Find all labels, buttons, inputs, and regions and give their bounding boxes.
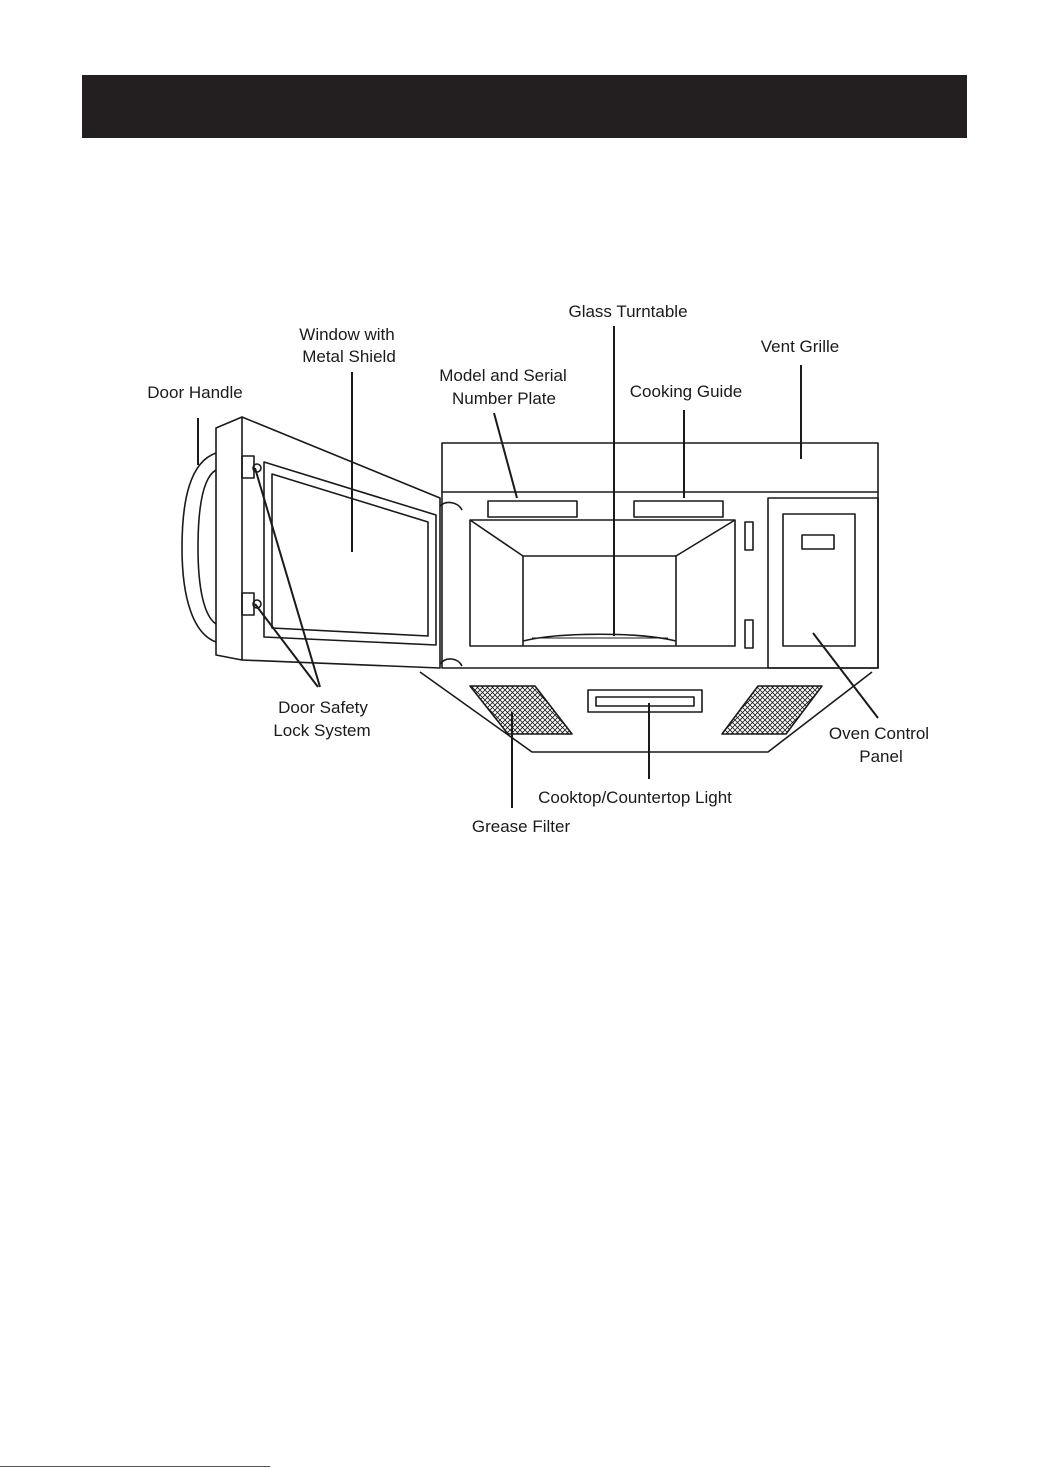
door-latch-top <box>242 456 254 478</box>
vent-grille-shape <box>442 443 878 492</box>
label-door-safety-line1: Door Safety <box>278 698 368 717</box>
control-display <box>802 535 834 549</box>
label-door-handle: Door Handle <box>147 383 242 402</box>
label-model-line1: Model and Serial <box>439 366 567 385</box>
label-model-line2: Number Plate <box>452 389 556 408</box>
latch-slot-bottom <box>745 620 753 648</box>
door-panel <box>216 417 242 660</box>
footer-rule <box>0 1466 270 1467</box>
cooktop-light-shape <box>588 690 702 712</box>
label-cooktop-light: Cooktop/Countertop Light <box>538 788 732 807</box>
label-vent-grille: Vent Grille <box>761 337 839 356</box>
door-window-frame <box>264 462 436 645</box>
label-oven-control-line1: Oven Control <box>829 724 929 743</box>
oven-cavity <box>470 520 735 646</box>
grease-filter-left <box>470 686 572 734</box>
callout-model-plate <box>494 413 517 498</box>
grease-filter-right <box>722 686 822 734</box>
label-cooking-guide: Cooking Guide <box>630 382 742 401</box>
oven-control-panel-shape <box>768 498 878 668</box>
door-handle-shape <box>182 453 216 642</box>
label-window-line2: Metal Shield <box>302 347 396 366</box>
label-window-line1: Window with <box>299 325 394 344</box>
model-serial-plate-shape <box>488 501 577 517</box>
latch-slot-top <box>745 522 753 550</box>
label-oven-control-line2: Panel <box>859 747 902 766</box>
door-window-glass <box>272 474 428 636</box>
label-door-safety-line2: Lock System <box>273 721 370 740</box>
label-glass-turntable: Glass Turntable <box>568 302 687 321</box>
cooking-guide-shape <box>634 501 723 517</box>
door <box>182 417 462 668</box>
door-latch-bottom <box>242 593 254 615</box>
label-grease-filter: Grease Filter <box>472 817 571 836</box>
